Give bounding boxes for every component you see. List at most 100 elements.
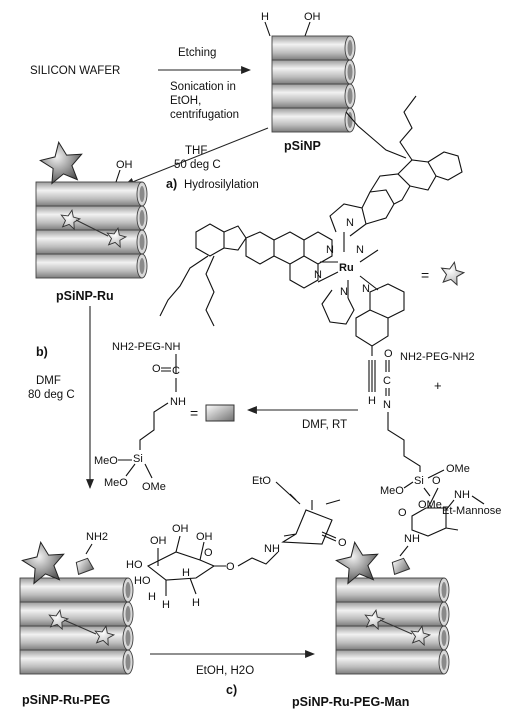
product-substituent: Et-Mannose xyxy=(442,505,501,517)
psinp-oh-bond xyxy=(304,21,311,37)
psinp-ru-oh: OH xyxy=(116,159,133,171)
psinp-ru-peg-label: pSiNP-Ru-PEG xyxy=(22,693,110,707)
ru-n-1: N xyxy=(326,244,334,256)
product-squarate-structure xyxy=(399,487,459,557)
ru-complex-star-icon xyxy=(39,140,83,185)
step-b-label: b) xyxy=(36,345,48,359)
isocyanate-o: O xyxy=(384,348,393,360)
linker-equals: = xyxy=(190,405,198,421)
mannose-oh-3: OH xyxy=(196,531,213,543)
reagent-si: Si xyxy=(414,475,424,487)
linker-rectangle-symbol xyxy=(205,404,235,422)
embedded-ru-star-icon xyxy=(60,209,82,231)
isocyanate-propyl-chain xyxy=(387,412,421,472)
linker-ome-3: OMe xyxy=(142,481,166,493)
pore-cylinder xyxy=(19,577,134,603)
ru-n-5: N xyxy=(340,286,348,298)
mannose-h-2: H xyxy=(192,597,200,609)
ru-complex-structure xyxy=(159,95,463,392)
step-b-solvent: DMF xyxy=(36,375,61,387)
psinp-particle xyxy=(271,35,356,133)
pore-cylinder xyxy=(335,625,450,651)
reagent-ome-1: OMe xyxy=(446,463,470,475)
reagent-si-bonds xyxy=(403,469,445,497)
linker-si: Si xyxy=(133,453,143,465)
embedded-ru-star-icon xyxy=(94,625,116,647)
psinp-label: pSiNP xyxy=(284,139,321,153)
linker-ome-1: MeO xyxy=(94,455,118,467)
pore-cylinder xyxy=(335,601,450,627)
hydrosilylation-arrow xyxy=(124,127,269,186)
pore-cylinder xyxy=(35,205,148,231)
squarate-eto-bond xyxy=(275,481,301,505)
mannose-ho-1: HO xyxy=(126,559,143,571)
embedded-ru-star-icon xyxy=(410,625,432,647)
squarate-nh: NH xyxy=(264,543,280,555)
linker-nh: NH xyxy=(170,396,186,408)
mannose-oh-2: OH xyxy=(172,523,189,535)
mannose-h-4: H xyxy=(148,591,156,603)
sonication-line-3: centrifugation xyxy=(170,109,239,121)
mannose-h-1: H xyxy=(162,599,170,611)
pore-cylinder xyxy=(35,229,148,255)
squarate-eto: EtO xyxy=(252,475,271,487)
sonication-line-1: Sonication in xyxy=(170,81,236,93)
pore-cylinder xyxy=(271,59,356,85)
pore-cylinder xyxy=(335,577,450,603)
ru-n-2: N xyxy=(314,269,322,281)
product-nh-bond xyxy=(471,495,485,505)
pore-cylinder xyxy=(19,625,134,651)
pore-cylinder xyxy=(335,649,450,675)
isocyanate-c: C xyxy=(383,375,391,387)
mannose-squarate-structure xyxy=(146,493,341,596)
linker-si-bonds xyxy=(118,459,153,479)
product-o-1: O xyxy=(432,475,441,487)
psinp-ru-oh-bond xyxy=(115,169,121,183)
product-o-2: O xyxy=(398,507,407,519)
reagents-plus: + xyxy=(434,378,442,393)
alkyne-h: H xyxy=(368,395,376,407)
step-a-label: a) xyxy=(166,177,177,191)
ru-n-6: N xyxy=(346,217,354,229)
ru-complex-star-icon xyxy=(21,540,65,585)
embedded-ru-star-icon xyxy=(364,609,386,631)
product-particle xyxy=(335,540,450,675)
embedded-ru-star-icon xyxy=(106,227,128,249)
linker-carbonyl-c: C xyxy=(172,365,180,377)
linker-co-double-bond xyxy=(161,367,171,372)
psinp-oh: OH xyxy=(304,11,321,23)
product-nh: NH xyxy=(454,489,470,501)
squarate-co-bond xyxy=(321,531,337,542)
ru-equals: = xyxy=(421,267,429,283)
psinp-ru-peg-nh2-bond xyxy=(85,543,93,555)
isocyanate-co-bond xyxy=(385,360,390,372)
product-hn: NH xyxy=(404,533,420,545)
pore-cylinder xyxy=(35,181,148,207)
pore-cylinder xyxy=(19,649,134,675)
reagent-meo: MeO xyxy=(380,485,404,497)
coupling-conditions: DMF, RT xyxy=(302,419,347,431)
psinp-ru-peg-particle xyxy=(19,540,134,675)
sonication-line-2: EtOH, xyxy=(170,95,201,107)
pore-cylinder xyxy=(35,253,148,279)
ru-atom: Ru xyxy=(339,262,354,274)
mannose-linker-o: O xyxy=(226,561,235,573)
step-b-temperature: 80 deg C xyxy=(28,389,75,401)
squarate-o: O xyxy=(338,537,347,549)
product-label: pSiNP-Ru-PEG-Man xyxy=(292,695,409,709)
pore-cylinder xyxy=(19,601,134,627)
silicon-wafer-label: SILICON WAFER xyxy=(30,65,120,77)
step-c-label: c) xyxy=(226,683,237,697)
pore-cylinder xyxy=(271,83,356,109)
ru-complex-star-symbol xyxy=(440,260,466,287)
linker-propyl-chain xyxy=(139,402,169,450)
step-a-reaction: Hydrosilylation xyxy=(184,179,259,191)
mannose-h-3: H xyxy=(182,567,190,579)
linker-amine: NH2-PEG-NH xyxy=(112,341,181,353)
psinp-h: H xyxy=(261,11,269,23)
pore-cylinder xyxy=(271,107,356,133)
ru-n-3: N xyxy=(356,244,364,256)
psinp-ru-particle xyxy=(35,140,148,279)
